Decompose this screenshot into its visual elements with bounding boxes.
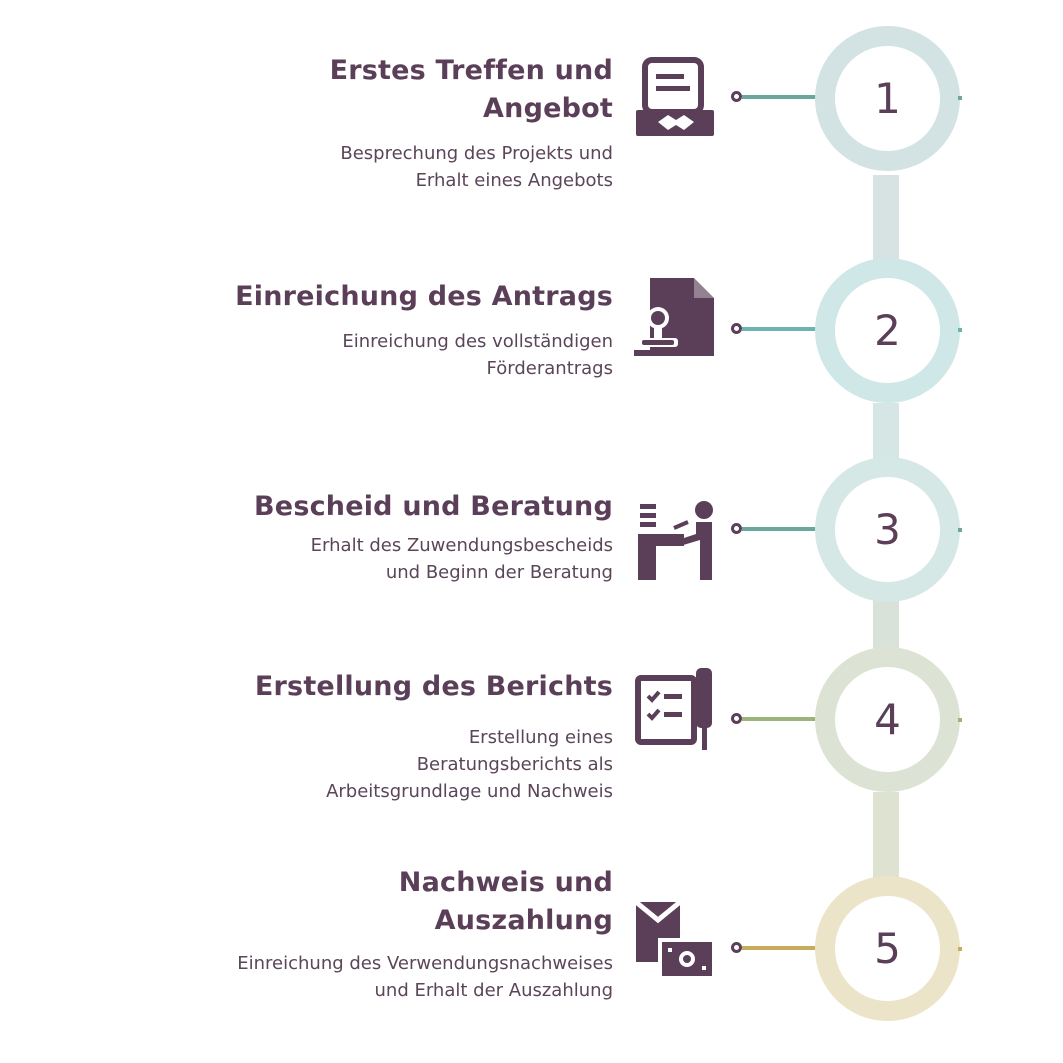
connector-1-2 [873,175,899,265]
step-3-number-ring: 3 [815,457,960,602]
step-4-description: Erstellung eines Beratungsberichts als A… [326,727,613,802]
step-3-text: Bescheid und Beratung Erhalt des Zuwendu… [254,488,613,586]
step-2-description: Einreichung des vollständigen Förderantr… [342,331,613,379]
step-1-connector-line [742,95,816,99]
step-5-title: Nachweis und Auszahlung [398,867,613,936]
step-4-title: Erstellung des Berichts [254,671,613,702]
stamp-document-icon [634,276,716,358]
step-4-number: 4 [874,695,901,744]
step-1-edge-stub [958,96,962,100]
step-4-text: Erstellung des Berichts Erstellung eines… [255,668,613,805]
step-1-number-ring: 1 [815,26,960,171]
step-2-edge-stub [958,328,962,332]
step-5-connector-dot [731,942,742,953]
step-1-text: Erstes Treffen und Angebot Besprechung d… [330,52,613,194]
step-3-connector-dot [731,523,742,534]
step-2-number: 2 [874,306,901,355]
step-1-connector-dot [731,91,742,102]
step-5-description: Einreichung des Verwendungsnachweises un… [237,953,613,1001]
step-4-edge-stub [958,718,962,722]
step-4-connector-line [742,717,816,721]
step-2-text: Einreichung des Antrags Einreichung des … [235,278,613,382]
step-3-title: Bescheid und Beratung [254,491,613,522]
step-5-connector-line [742,946,816,950]
checklist-pen-icon [634,668,716,750]
step-4-number-ring: 4 [815,647,960,792]
step-2-connector-dot [731,323,742,334]
step-3-number: 3 [874,505,901,554]
step-1-description: Besprechung des Projekts und Erhalt eine… [340,143,613,191]
step-5-text: Nachweis und Auszahlung Einreichung des … [237,864,613,1004]
connector-4-5 [873,792,899,884]
step-5-edge-stub [958,947,962,951]
mail-money-icon [634,900,716,982]
step-1-title: Erstes Treffen und Angebot [329,55,613,124]
step-2-number-ring: 2 [815,258,960,403]
step-2-title: Einreichung des Antrags [235,281,613,312]
step-3-description: Erhalt des Zuwendungsbescheids und Begin… [310,535,613,583]
step-1-number: 1 [874,74,901,123]
step-3-edge-stub [958,528,962,532]
step-5-number: 5 [874,924,901,973]
step-5-number-ring: 5 [815,876,960,1021]
step-3-connector-line [742,527,816,531]
handshake-document-icon [634,56,716,138]
step-4-connector-dot [731,713,742,724]
step-2-connector-line [742,327,816,331]
consultant-desk-icon [634,498,716,580]
connector-3-4 [873,600,899,652]
